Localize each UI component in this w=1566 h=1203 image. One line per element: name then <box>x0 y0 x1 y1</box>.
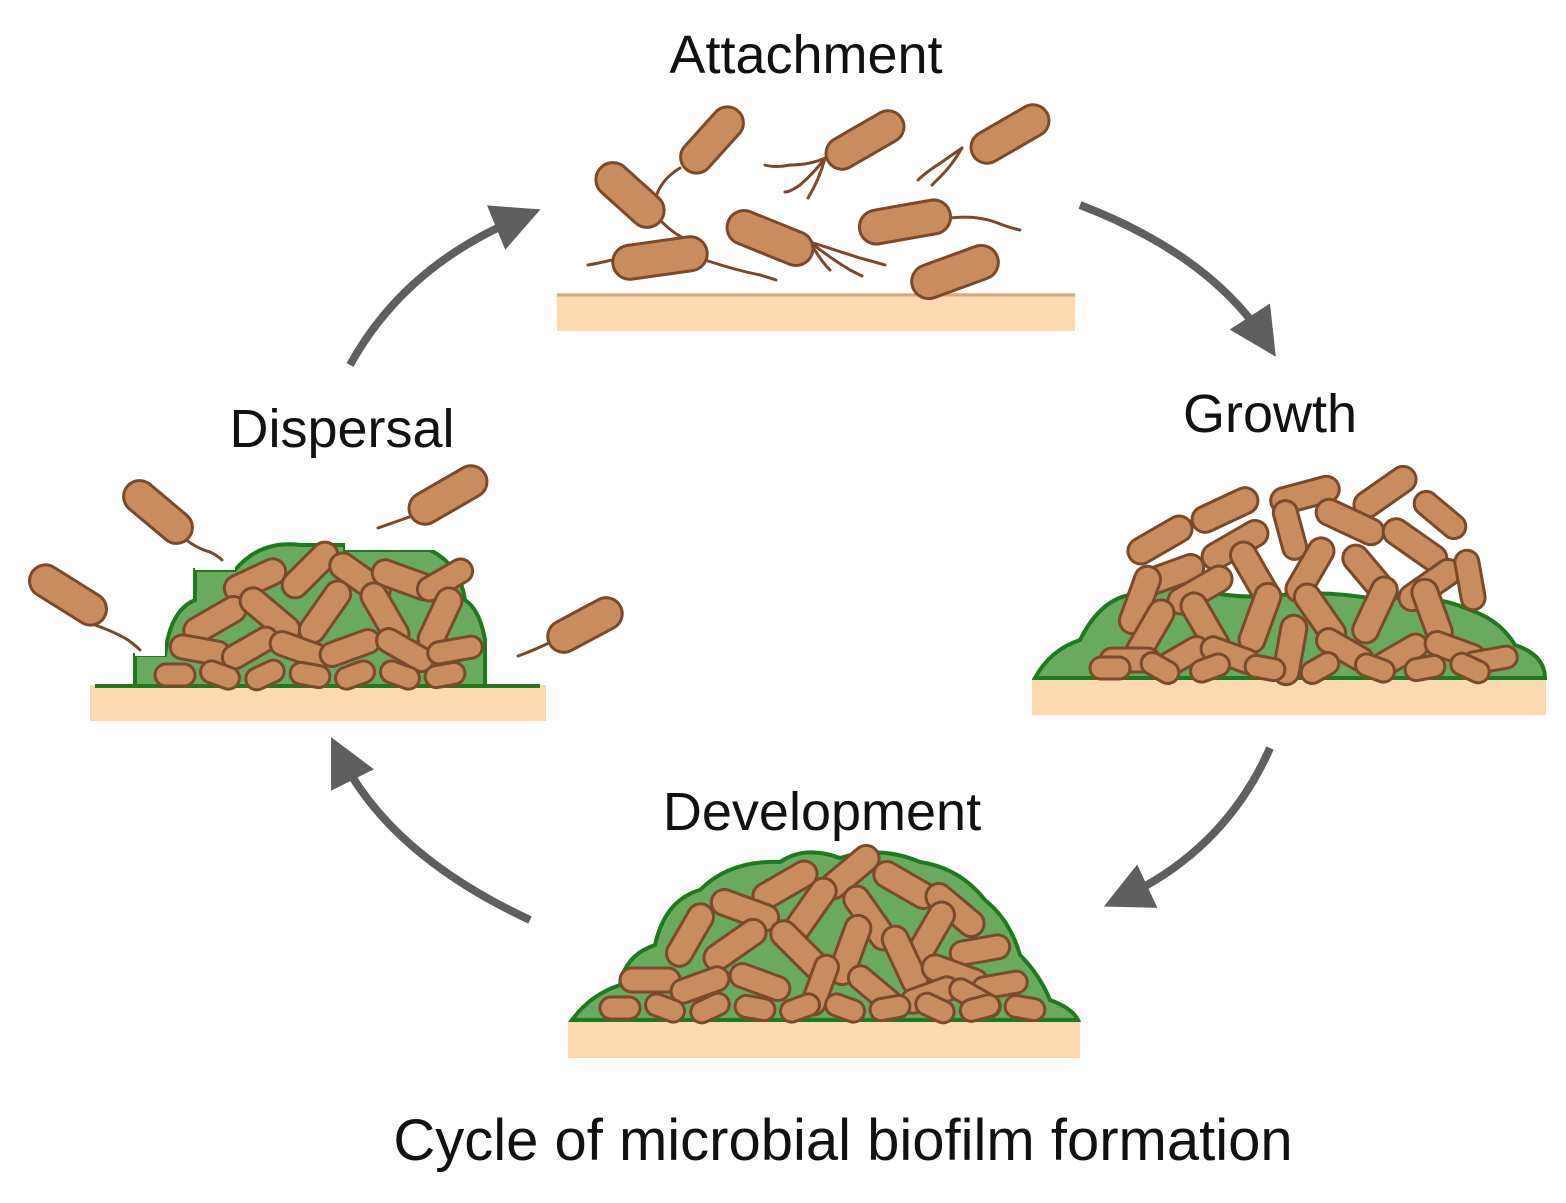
flagellum-icon <box>178 533 224 562</box>
bacterium-rod-icon <box>379 659 421 691</box>
surface <box>568 1020 1080 1058</box>
bacterium-rod-icon <box>1088 655 1132 681</box>
flagellum-icon <box>806 156 827 200</box>
flagellum-icon <box>763 156 827 168</box>
bacterium-rod-icon <box>728 962 792 1002</box>
bacterium-rod-icon <box>824 109 906 171</box>
surface <box>90 685 546 721</box>
bacterium-rod-icon <box>122 479 194 545</box>
diagram-caption: Cycle of microbial biofilm formation <box>393 1108 1292 1173</box>
bacterium-rod-icon <box>1003 993 1047 1023</box>
bacterium-rod-icon <box>334 659 376 691</box>
bacterium-rod-icon <box>1351 575 1399 645</box>
dispersal-bacteria-group <box>28 464 624 692</box>
development-stage <box>568 844 1082 1058</box>
stage-label-dispersal: Dispersal <box>229 399 454 459</box>
attached-bacteria-group <box>586 103 1051 301</box>
bacterium-rod-icon <box>669 965 731 1005</box>
matrix-notch <box>135 640 165 656</box>
bacterium-rod-icon <box>644 992 686 1024</box>
growth-stage <box>1031 464 1548 715</box>
bacterium-rod-icon <box>1314 497 1386 547</box>
flagellum-icon <box>376 513 417 530</box>
bacterium-rod-icon <box>733 993 777 1023</box>
bacterium-rod-icon <box>546 596 624 654</box>
bacterium-rod-icon <box>948 933 1012 967</box>
bacterium-rod-icon <box>969 103 1051 165</box>
bacterium-rod-icon <box>153 662 197 688</box>
flagellum-icon <box>703 258 778 282</box>
bacterium-rod-icon <box>1271 499 1309 561</box>
cycle-arrows <box>331 201 1276 924</box>
flagellum-icon <box>930 146 964 187</box>
bacterium-rod-icon <box>28 563 108 627</box>
bacterium-rod-icon <box>868 993 912 1023</box>
arrow-dispersal-to-attachment <box>346 205 541 367</box>
bacterium-rod-icon <box>689 991 731 1025</box>
bacterium-rod-icon <box>598 995 642 1021</box>
attachment-stage <box>557 103 1075 331</box>
bacterium-rod-icon <box>1354 652 1396 684</box>
bacterium-rod-icon <box>611 235 709 281</box>
surface <box>557 293 1075 331</box>
bacterium-rod-icon <box>594 161 666 229</box>
flagellum-icon <box>93 623 142 652</box>
bacterium-rod-icon <box>665 902 715 968</box>
matrix-notch <box>195 552 235 570</box>
bacterium-rod-icon <box>725 209 815 267</box>
bacterium-rod-icon <box>1189 652 1231 684</box>
arrow-attachment-to-growth <box>1078 201 1276 357</box>
flagellum-icon <box>808 240 864 278</box>
bacterium-rod-icon <box>244 658 286 692</box>
bacterium-rod-icon <box>679 105 745 175</box>
bacterium-rod-icon <box>958 993 1002 1023</box>
flagellum-icon <box>808 240 887 267</box>
bacterium-rod-icon <box>910 243 1000 301</box>
bacterium-rod-icon <box>1139 651 1181 685</box>
stage-label-development: Development <box>663 782 981 842</box>
bacterium-rod-icon <box>824 992 866 1024</box>
flagellum-icon <box>948 215 1022 232</box>
bacterium-rod-icon <box>1449 651 1491 685</box>
bacterium-rod-icon <box>1299 651 1341 685</box>
bacterium-rod-icon <box>1453 548 1487 612</box>
bacterium-rod-icon <box>423 660 467 690</box>
stage-label-growth: Growth <box>1183 384 1357 444</box>
bacterium-rod-icon <box>426 634 484 666</box>
bacterium-rod-icon <box>914 991 956 1025</box>
bacterium-rod-icon <box>288 660 332 690</box>
dispersal-stage <box>28 464 624 721</box>
flagellum-icon <box>916 146 964 182</box>
bacterium-rod-icon <box>857 198 953 246</box>
arrow-development-to-dispersal <box>331 737 532 924</box>
bacterium-rod-icon <box>1190 486 1260 534</box>
development-bacteria-group <box>598 844 1047 1025</box>
growth-bacteria-group <box>1088 464 1519 687</box>
bacterium-rod-icon <box>1412 489 1468 541</box>
bacterium-rod-icon <box>199 659 241 691</box>
arrow-growth-to-development <box>1103 746 1274 908</box>
flagellum-icon <box>783 156 827 194</box>
bacterium-rod-icon <box>702 917 768 973</box>
bacterium-rod-icon <box>779 992 821 1024</box>
bacterium-rod-icon <box>1403 653 1447 683</box>
bacterium-rod-icon <box>1243 653 1287 683</box>
bacterium-rod-icon <box>280 540 340 600</box>
stage-label-attachment: Attachment <box>669 25 942 85</box>
bacterium-rod-icon <box>407 464 489 526</box>
bacterium-rod-icon <box>1126 514 1194 566</box>
matrix-notch <box>345 530 435 550</box>
